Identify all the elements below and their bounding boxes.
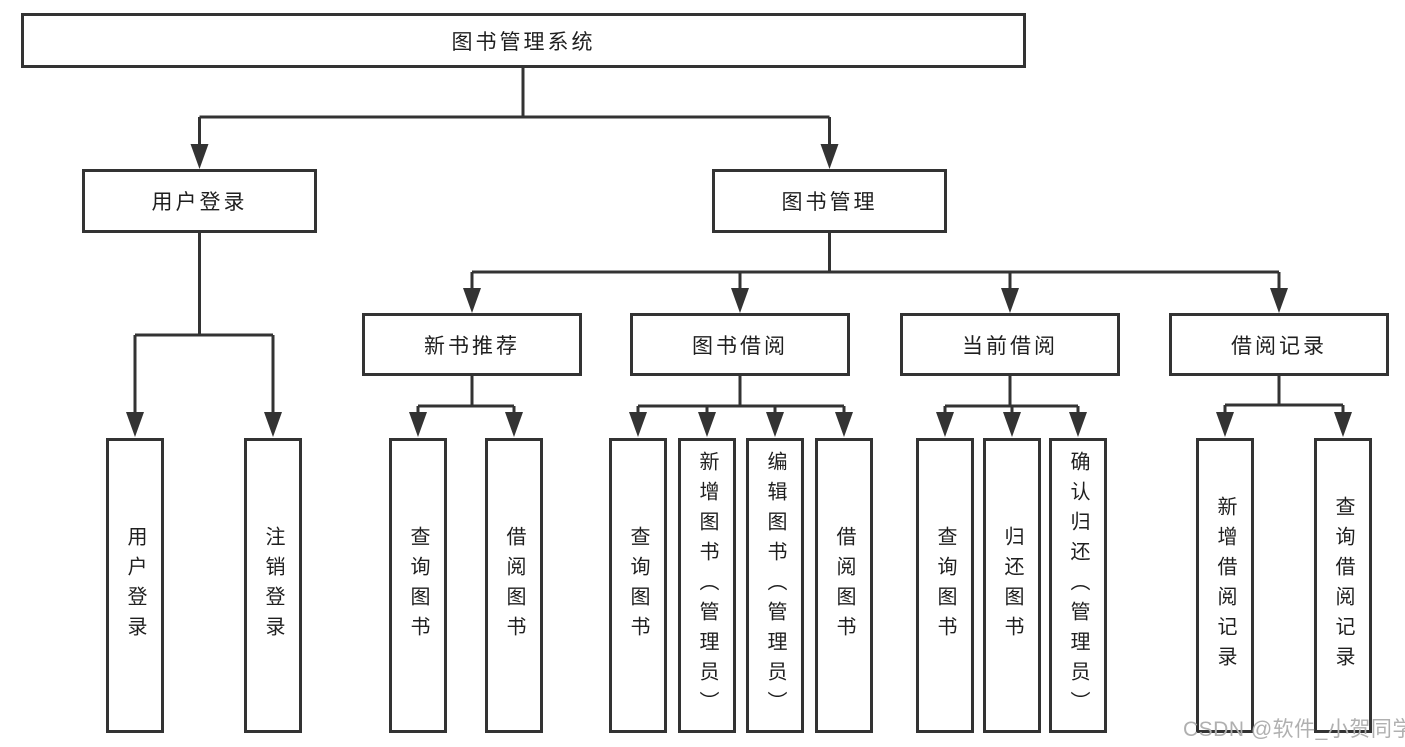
leaf-borrow-query: 查询图书 <box>609 438 667 733</box>
node-book-management-label: 图书管理 <box>781 191 878 214</box>
leaf-current-query-label: 查询图书 <box>934 525 956 646</box>
leaf-current-confirm-admin-label: 确认归还（管理员） <box>1067 450 1089 721</box>
node-new-book-recommend-label: 新书推荐 <box>424 334 520 358</box>
leaf-newbook-query: 查询图书 <box>389 438 447 733</box>
leaf-borrow-edit-admin-label: 编辑图书（管理员） <box>764 450 786 721</box>
leaf-records-add-label: 新增借阅记录 <box>1214 495 1236 676</box>
node-new-book-recommend: 新书推荐 <box>362 313 582 376</box>
leaf-records-query: 查询借阅记录 <box>1314 438 1372 733</box>
leaf-borrow-query-label: 查询图书 <box>627 525 649 646</box>
leaf-newbook-query-label: 查询图书 <box>407 525 429 646</box>
node-book-borrow: 图书借阅 <box>630 313 850 376</box>
leaf-current-query: 查询图书 <box>916 438 974 733</box>
leaf-borrow-edit-admin: 编辑图书（管理员） <box>746 438 804 733</box>
leaf-borrow-borrow: 借阅图书 <box>815 438 873 733</box>
leaf-user-login-label: 用户登录 <box>124 525 146 646</box>
node-current-borrow: 当前借阅 <box>900 313 1120 376</box>
leaf-current-return-label: 归还图书 <box>1001 525 1023 646</box>
leaf-newbook-borrow-label: 借阅图书 <box>503 525 525 646</box>
leaf-records-add: 新增借阅记录 <box>1196 438 1254 733</box>
node-current-borrow-label: 当前借阅 <box>962 334 1058 358</box>
node-user-login-label: 用户登录 <box>151 191 248 214</box>
node-borrow-records: 借阅记录 <box>1169 313 1389 376</box>
node-borrow-records-label: 借阅记录 <box>1231 334 1327 358</box>
leaf-user-login: 用户登录 <box>106 438 164 733</box>
leaf-logout: 注销登录 <box>244 438 302 733</box>
leaf-current-confirm-admin: 确认归还（管理员） <box>1049 438 1107 733</box>
node-root-label: 图书管理系统 <box>451 30 596 54</box>
csdn-watermark: CSDN @软件_小贺同学 <box>1183 718 1405 741</box>
leaf-borrow-add-admin-label: 新增图书（管理员） <box>696 450 718 721</box>
node-book-management: 图书管理 <box>712 169 947 233</box>
leaf-records-query-label: 查询借阅记录 <box>1332 495 1354 676</box>
leaf-logout-label: 注销登录 <box>262 525 284 646</box>
node-user-login: 用户登录 <box>82 169 317 233</box>
leaf-current-return: 归还图书 <box>983 438 1041 733</box>
node-book-borrow-label: 图书借阅 <box>692 334 788 358</box>
leaf-borrow-borrow-label: 借阅图书 <box>833 525 855 646</box>
leaf-newbook-borrow: 借阅图书 <box>485 438 543 733</box>
node-root: 图书管理系统 <box>21 13 1026 68</box>
leaf-borrow-add-admin: 新增图书（管理员） <box>678 438 736 733</box>
